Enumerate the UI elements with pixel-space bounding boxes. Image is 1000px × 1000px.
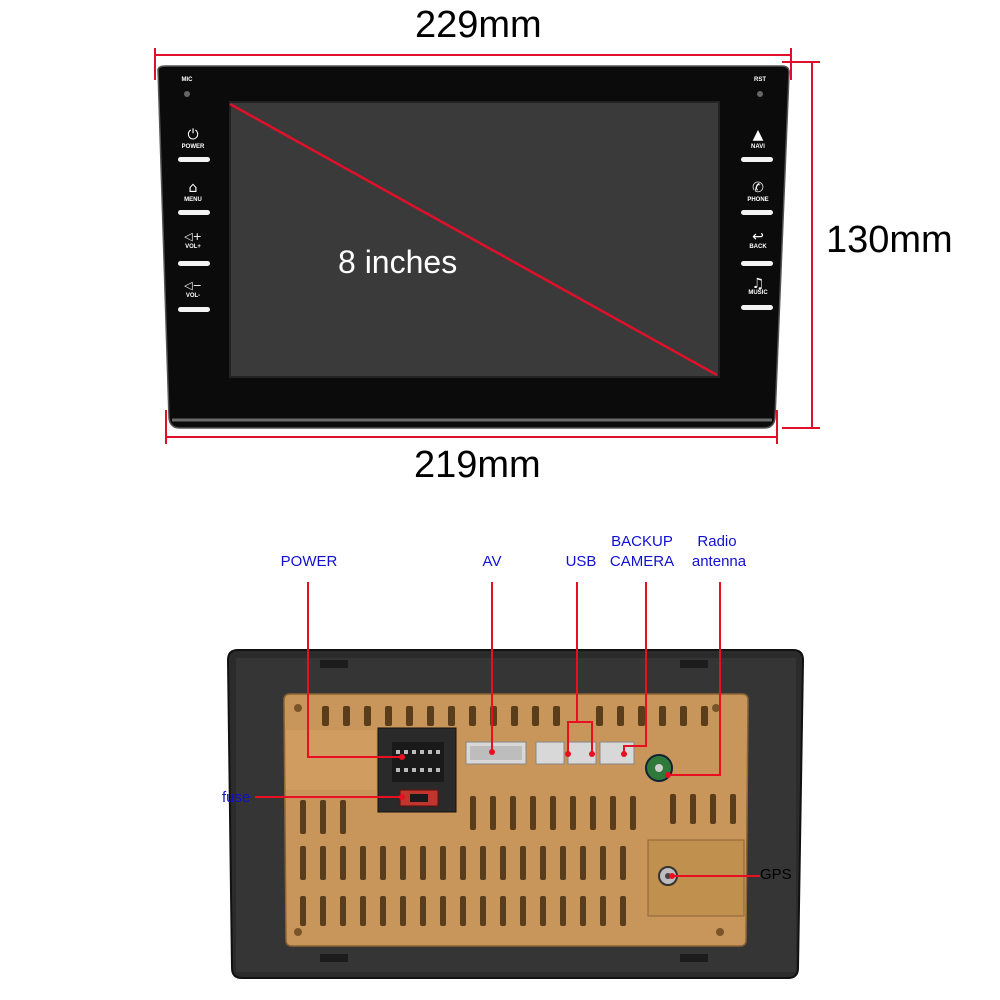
power-port-label: POWER: [280, 553, 338, 570]
button-vol-up-bar: [178, 261, 210, 266]
av-port-label: AV: [482, 553, 502, 570]
rst-hole: [757, 91, 763, 97]
screen-diagonal-label: 8 inches: [338, 244, 458, 280]
button-power-label: POWER: [181, 144, 205, 150]
button-navi[interactable]: ▲ NAVI: [737, 126, 779, 168]
backup-camera-label-line1: BACKUP: [611, 533, 673, 550]
diagonal-line: [229, 102, 718, 377]
button-phone-label: PHONE: [747, 197, 769, 203]
bottom-width-label: 219mm: [414, 444, 541, 486]
button-phone[interactable]: ✆ PHONE: [737, 179, 779, 221]
bottom-dimension-line: [165, 410, 778, 444]
button-navi-label: NAVI: [751, 144, 765, 150]
button-music-label: MUSIC: [748, 290, 768, 296]
volume-down-icon: ◁−: [184, 279, 202, 292]
gps-label: GPS: [760, 866, 792, 883]
button-back-label: BACK: [749, 244, 767, 250]
camera-connector: [599, 741, 635, 765]
top-dimension-line: [154, 48, 792, 80]
back-icon: ↩: [752, 229, 764, 245]
mic-hole: [184, 91, 190, 97]
button-menu-label: MENU: [184, 197, 202, 203]
callout-lines: [255, 582, 760, 877]
power-icon: ⏻: [187, 127, 199, 143]
radio-antenna-label-line2: antenna: [691, 553, 747, 570]
navigation-icon: ▲: [752, 127, 764, 143]
rear-diagram: [226, 582, 805, 979]
button-menu[interactable]: ⌂ MENU: [172, 179, 214, 221]
front-diagram: [154, 48, 820, 444]
top-width-label: 229mm: [415, 4, 542, 46]
button-vol-up[interactable]: ◁+ VOL+: [172, 228, 214, 270]
top-vents: [322, 706, 708, 726]
button-power[interactable]: ⏻ POWER: [172, 126, 214, 168]
button-navi-bar: [741, 157, 773, 162]
backup-camera-label-line2: CAMERA: [609, 553, 675, 570]
button-vol-down-label: VOL-: [185, 293, 201, 299]
volume-up-icon: ◁+: [184, 230, 202, 243]
button-back-bar: [741, 261, 773, 266]
button-back[interactable]: ↩ BACK: [737, 228, 779, 270]
fuse-label: fuse: [222, 789, 251, 806]
front-view: 229mm 130mm 219mm 8 inches MIC: [0, 0, 1000, 486]
button-music-bar: [741, 305, 773, 310]
height-dimension-line: [782, 61, 820, 429]
rear-view: [0, 500, 1000, 1000]
home-icon: ⌂: [188, 180, 198, 196]
button-music[interactable]: ♫ MUSIC: [737, 277, 779, 319]
radio-antenna-label-line1: Radio: [697, 533, 737, 550]
height-label: 130mm: [826, 219, 953, 261]
phone-icon: ✆: [752, 180, 764, 196]
button-vol-up-label: VOL+: [185, 244, 201, 250]
button-power-bar: [178, 157, 210, 162]
button-phone-bar: [741, 210, 773, 215]
music-icon: ♫: [751, 276, 765, 292]
rst-label: RST: [754, 77, 766, 83]
button-menu-bar: [178, 210, 210, 215]
button-vol-down-bar: [178, 307, 210, 312]
usb-port-label: USB: [565, 553, 597, 570]
lower-vents: [300, 794, 736, 926]
button-vol-down[interactable]: ◁− VOL-: [172, 277, 214, 319]
mic-label: MIC: [181, 77, 193, 83]
usb-connector-1: [535, 741, 565, 765]
